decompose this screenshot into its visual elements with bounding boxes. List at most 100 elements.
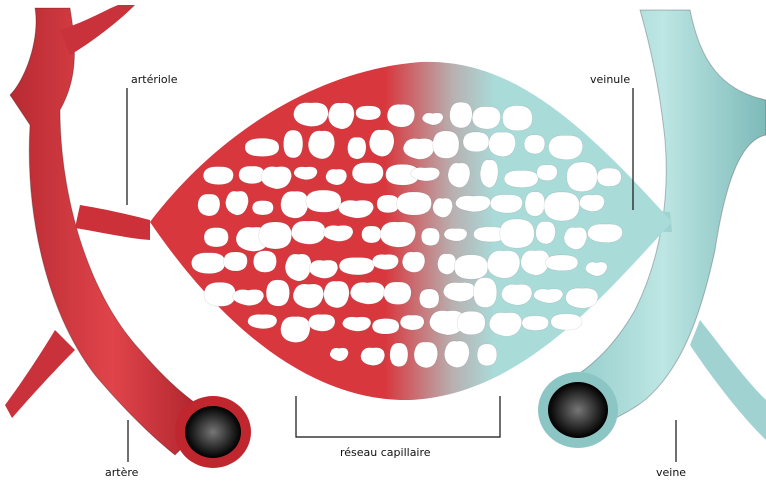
capillary-pore	[285, 254, 311, 281]
capillary-pore	[198, 194, 220, 216]
capillary-network	[150, 62, 672, 400]
capillary-pore	[433, 131, 459, 159]
capillary-pore	[239, 166, 265, 184]
venule-label: veinule	[590, 73, 630, 86]
capillary-pore	[537, 165, 558, 181]
capillary-pore	[597, 168, 621, 186]
capillary-pore	[443, 282, 475, 301]
capillary-pore	[504, 170, 538, 187]
capillary-pore	[291, 221, 325, 244]
capillary-pore	[224, 252, 248, 271]
capillary-pore	[380, 222, 416, 247]
capillary-pore	[191, 253, 225, 274]
capillary-pore	[372, 254, 398, 269]
capillary-pore	[487, 251, 520, 279]
capillary-pore	[567, 162, 598, 192]
capillary-pore	[245, 138, 279, 156]
capillary-pore	[400, 315, 424, 330]
capillary-pore	[252, 201, 273, 215]
arteriole-label: artériole	[131, 73, 178, 86]
capillary-pore	[500, 219, 535, 248]
capillary-pore	[248, 314, 277, 328]
capillary-pore	[438, 254, 457, 275]
capillary-pore	[444, 341, 469, 368]
capillary-pore	[253, 251, 276, 273]
capillary-pore	[348, 137, 367, 159]
capillary-pore	[473, 278, 496, 308]
capillary-pore	[421, 228, 439, 246]
capillary-pore	[536, 221, 556, 244]
capillary-pore	[356, 106, 381, 120]
capillary-pore	[328, 103, 354, 129]
capillary-pore	[477, 344, 497, 366]
capillary-pore	[544, 192, 580, 221]
capillary-pore	[588, 224, 623, 243]
capillary-pore	[489, 312, 522, 336]
capillary-pore	[480, 160, 498, 188]
capillary-pore	[377, 195, 399, 213]
capillary-pore	[204, 228, 228, 247]
capillary-pore	[369, 130, 394, 157]
capillary-pore	[525, 192, 545, 216]
artery-label: artère	[105, 466, 139, 479]
capillary-network-label: réseau capillaire	[340, 446, 431, 459]
artery-lumen	[185, 406, 241, 458]
capillary-pore	[266, 280, 289, 306]
capillary-pore	[566, 288, 598, 308]
capillary-pore	[203, 167, 233, 185]
capillary-pore	[396, 192, 431, 215]
capillary-pore	[283, 130, 302, 158]
capillary-pore	[548, 135, 582, 159]
vein-label: veine	[656, 466, 686, 479]
capillary-pore	[306, 190, 341, 212]
artery-side-branch	[5, 330, 75, 418]
capillary-pore	[339, 257, 374, 274]
vein-lumen	[548, 382, 608, 438]
capillary-pore	[472, 107, 500, 129]
label-capillary-network: réseau capillaire	[296, 396, 500, 459]
capillary-pore	[372, 319, 399, 334]
capillary-pore	[490, 195, 522, 213]
capillary-pore	[457, 311, 485, 334]
capillary-pore	[450, 102, 473, 128]
capillary-pore	[326, 169, 347, 185]
capillary-pore	[384, 282, 411, 304]
capillary-pore	[281, 316, 310, 342]
capillary-pore	[444, 228, 467, 241]
capillary-pore	[522, 316, 549, 331]
capillary-bracket	[296, 396, 500, 437]
capillary-pore	[308, 314, 335, 331]
capillary-pore	[414, 342, 438, 368]
capillary-pore	[281, 191, 309, 218]
capillary-pore	[502, 105, 532, 130]
capillary-pore	[546, 255, 578, 271]
arteriole-vessel	[75, 205, 150, 240]
artery-upper-branch	[60, 5, 135, 55]
capillary-pore	[204, 282, 236, 306]
label-arteriole: artériole	[127, 73, 178, 205]
capillary-pore	[551, 314, 582, 330]
label-artery: artère	[105, 420, 139, 479]
capillary-pore	[352, 163, 383, 184]
capillary-pore	[402, 252, 425, 273]
capillary-pore	[308, 131, 334, 159]
capillary-pore	[259, 222, 292, 249]
capillary-pore	[448, 163, 470, 188]
capillary-pore	[454, 255, 488, 279]
capillary-pore	[387, 104, 414, 127]
capillary-pore	[488, 132, 515, 157]
label-vein: veine	[656, 420, 686, 479]
capillary-pore	[294, 103, 329, 127]
capillary-pore	[419, 289, 439, 308]
capillary-pore	[463, 132, 489, 152]
capillary-pore	[361, 348, 385, 366]
capillary-pore	[579, 195, 604, 212]
capillary-pore	[324, 281, 350, 308]
capillary-pore	[350, 282, 385, 304]
capillary-pore	[362, 226, 382, 243]
capillary-pore	[390, 343, 408, 367]
capillary-pore	[524, 135, 545, 154]
vein-lower-branch	[690, 320, 766, 440]
